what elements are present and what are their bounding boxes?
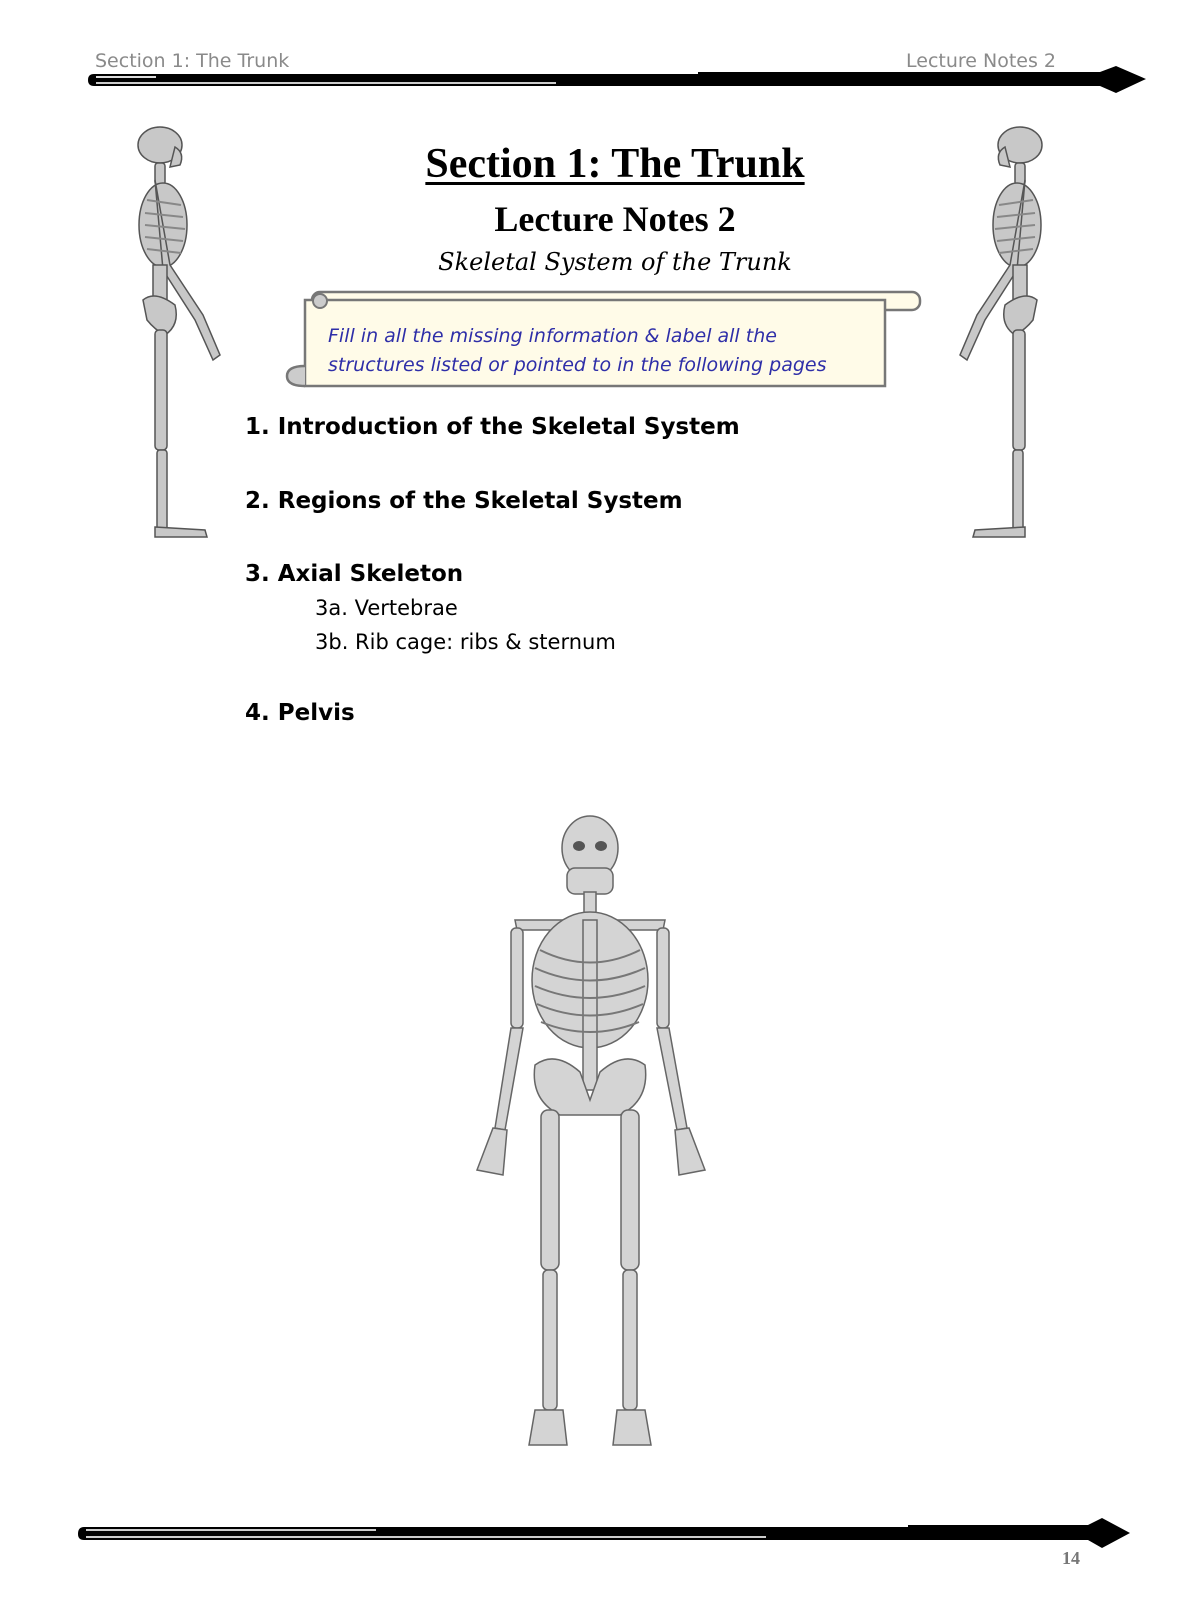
running-header-right: Lecture Notes 2 (906, 50, 1057, 72)
outline-item-3: 3. Axial Skeleton (245, 561, 464, 587)
skeleton-lateral-right-image (959, 126, 1043, 538)
outline-item-2: 2. Regions of the Skeletal System (245, 488, 683, 514)
footer-arrow-rule (78, 1518, 1130, 1548)
lecture-title: Lecture Notes 2 (494, 199, 736, 239)
header-arrow-rule (88, 66, 1146, 93)
outline-item-1: 1. Introduction of the Skeletal System (245, 414, 740, 440)
skeleton-anterior-image (475, 815, 707, 1446)
lecture-subtitle: Skeletal System of the Trunk (438, 248, 792, 276)
outline-item-4: 4. Pelvis (245, 700, 355, 726)
skeleton-lateral-left-image (137, 126, 221, 538)
page-number: 14 (1062, 1548, 1080, 1568)
outline-subitem-3b: 3b. Rib cage: ribs & sternum (315, 630, 616, 654)
instruction-scroll-banner (285, 290, 922, 388)
outline-subitem-3a: 3a. Vertebrae (315, 596, 458, 620)
instruction-line-2: structures listed or pointed to in the f… (328, 354, 827, 376)
instruction-line-1: Fill in all the missing information & la… (328, 325, 777, 347)
instruction-text: Fill in all the missing information & la… (328, 322, 908, 380)
section-title-text: Section 1: The Trunk (425, 141, 805, 187)
section-title: Section 1: The Trunk (0, 140, 1200, 188)
running-header-left: Section 1: The Trunk (95, 50, 290, 72)
